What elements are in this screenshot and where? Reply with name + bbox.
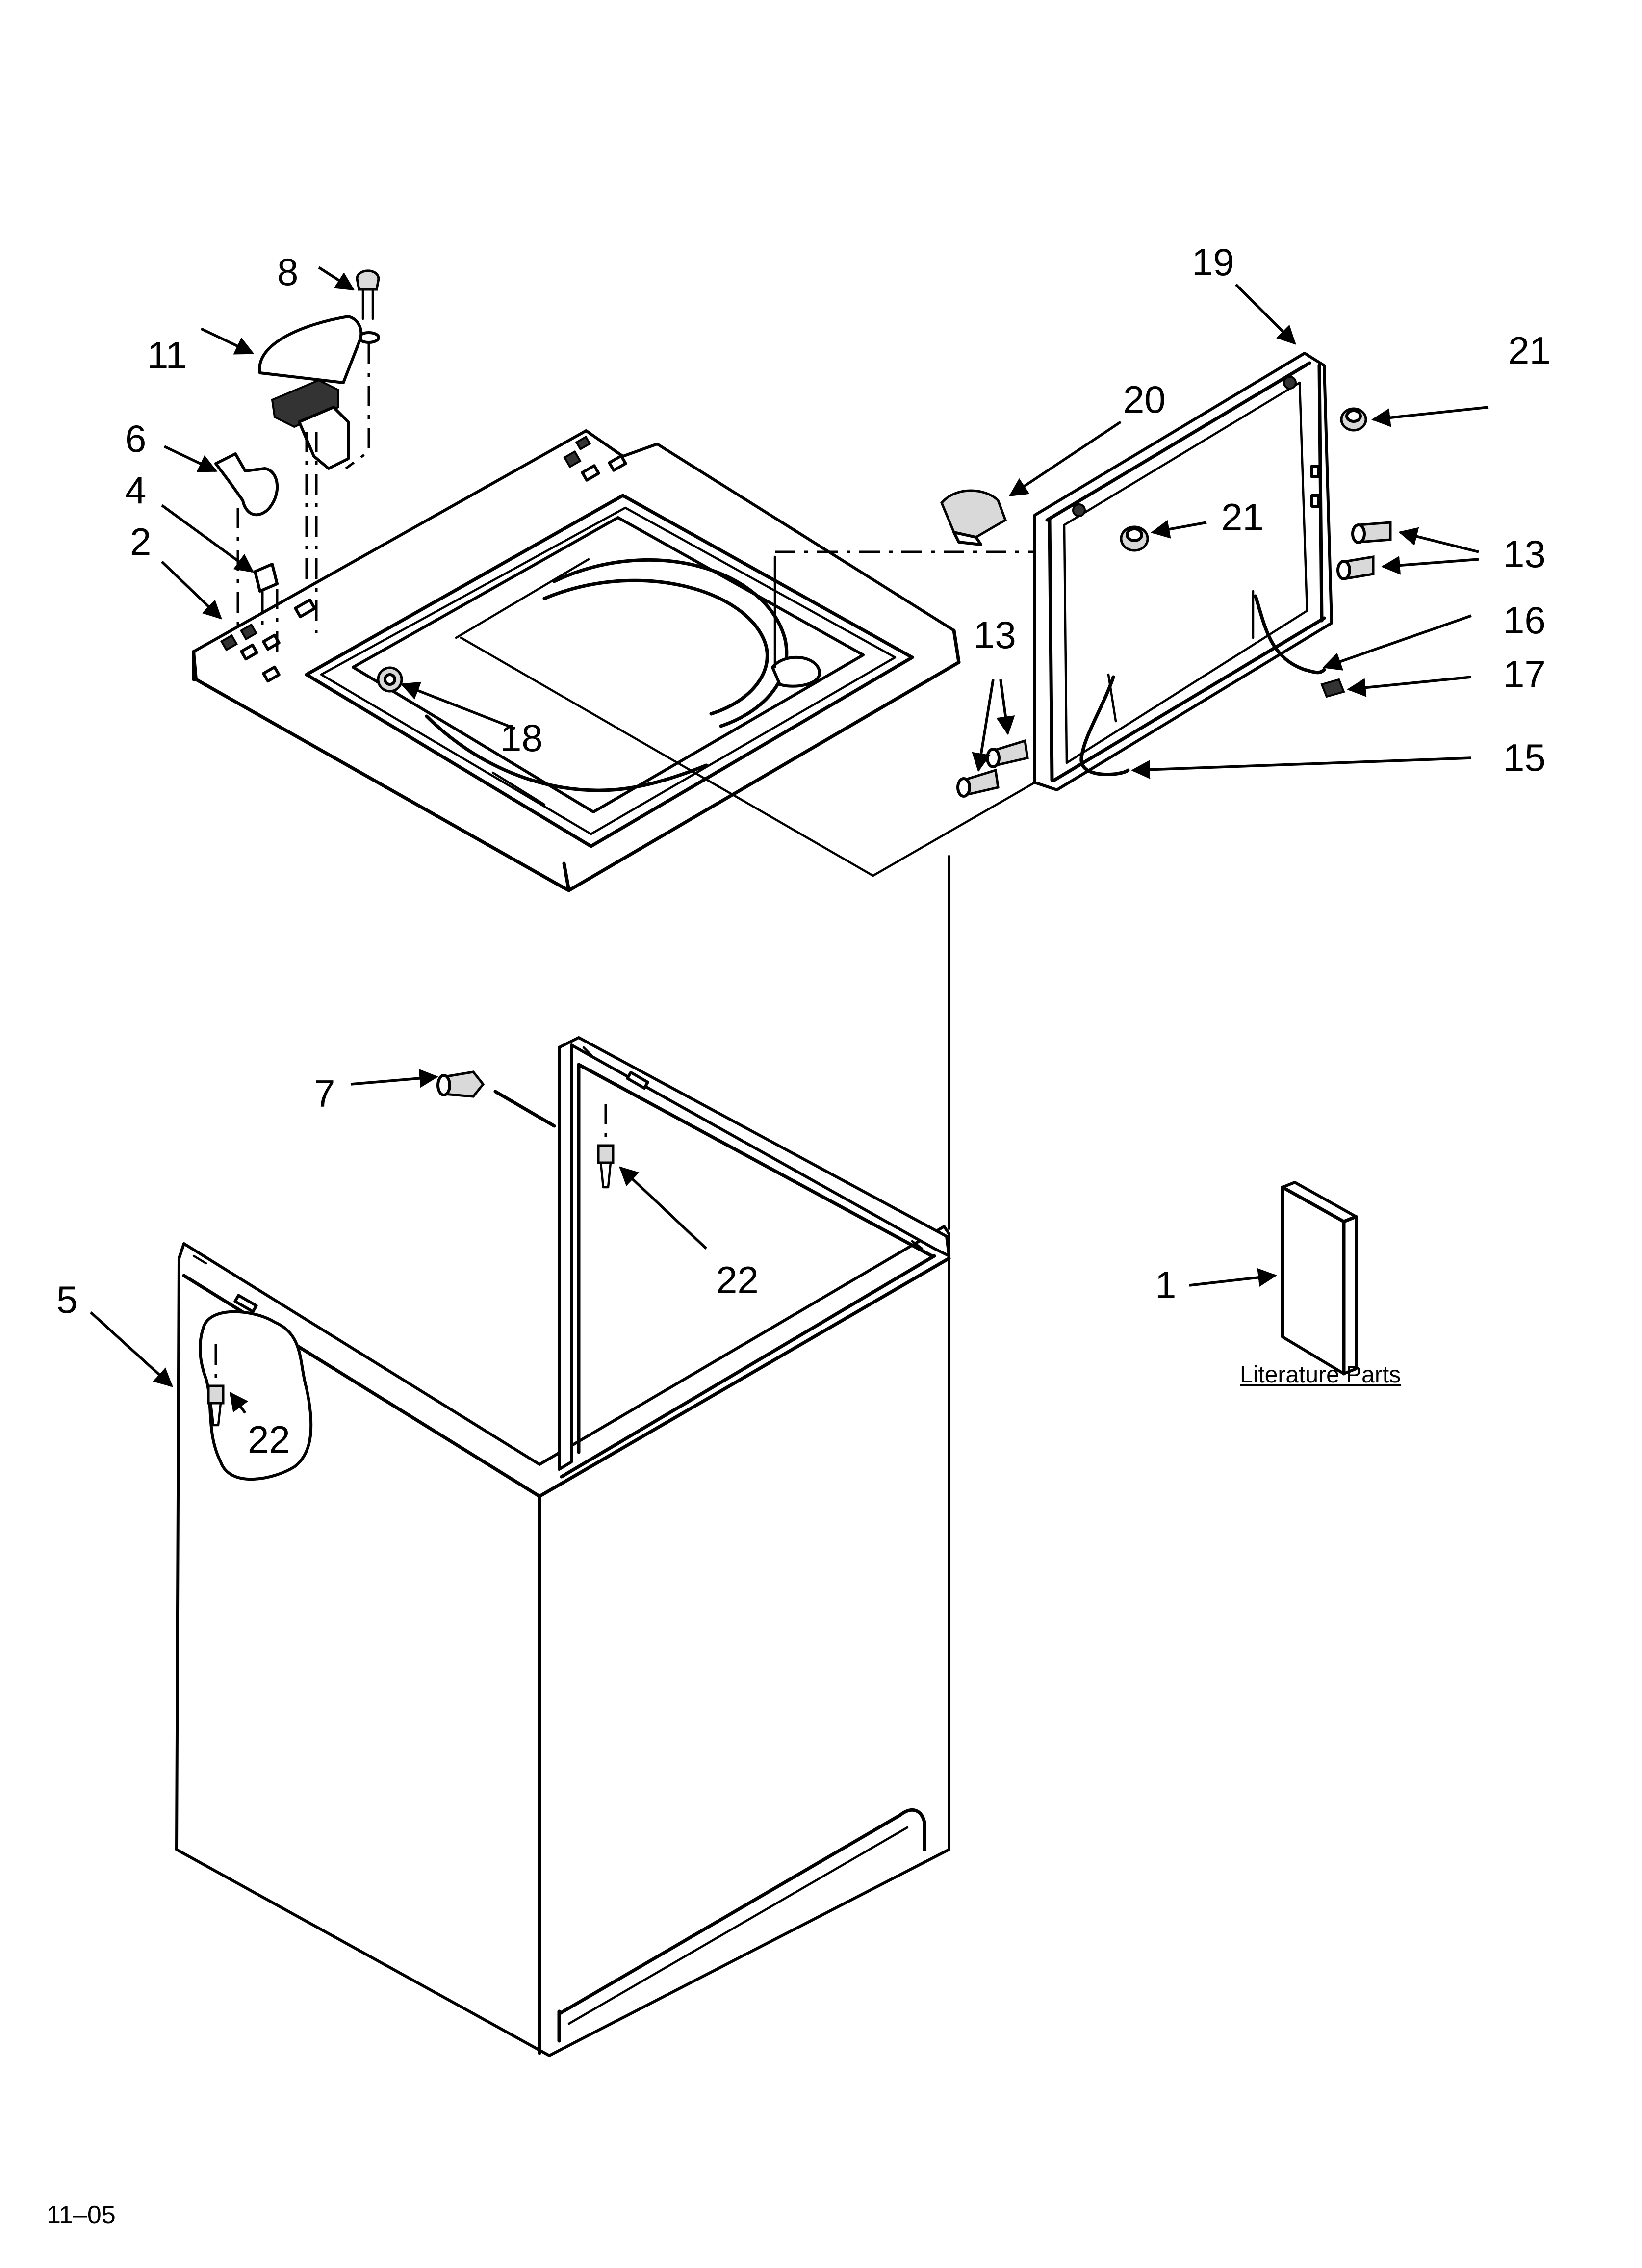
callout-5: 5 [56,1278,78,1321]
callout-2: 2 [130,520,152,563]
callout-13-right: 13 [1503,532,1546,575]
callout-18: 18 [500,716,543,759]
literature-parts-box [1281,1181,1358,1376]
document-code: 11–05 [47,2201,116,2229]
callout-19: 19 [1192,240,1234,284]
top-panel [192,429,961,892]
callout-21-top: 21 [1508,329,1551,372]
callout-arrows [90,266,1489,1414]
callout-16: 16 [1503,599,1546,642]
lid-frame [775,352,1392,798]
callout-7: 7 [314,1072,335,1115]
literature-parts-label: Literature Parts [1240,1362,1401,1388]
callout-8: 8 [277,250,299,293]
callout-13-left: 13 [974,613,1016,656]
callout-21-inner: 21 [1221,495,1264,539]
callout-22-frame: 22 [716,1258,759,1302]
lid-switch-parts [214,269,380,652]
callout-17: 17 [1503,652,1546,696]
callout-4: 4 [125,469,147,512]
callout-15: 15 [1503,736,1546,779]
callout-11: 11 [147,334,187,377]
callout-20: 20 [1123,378,1166,421]
callout-6: 6 [125,417,147,460]
callout-22-cutaway: 22 [248,1418,290,1461]
cabinet [175,636,1036,2057]
callout-1: 1 [1155,1263,1177,1306]
